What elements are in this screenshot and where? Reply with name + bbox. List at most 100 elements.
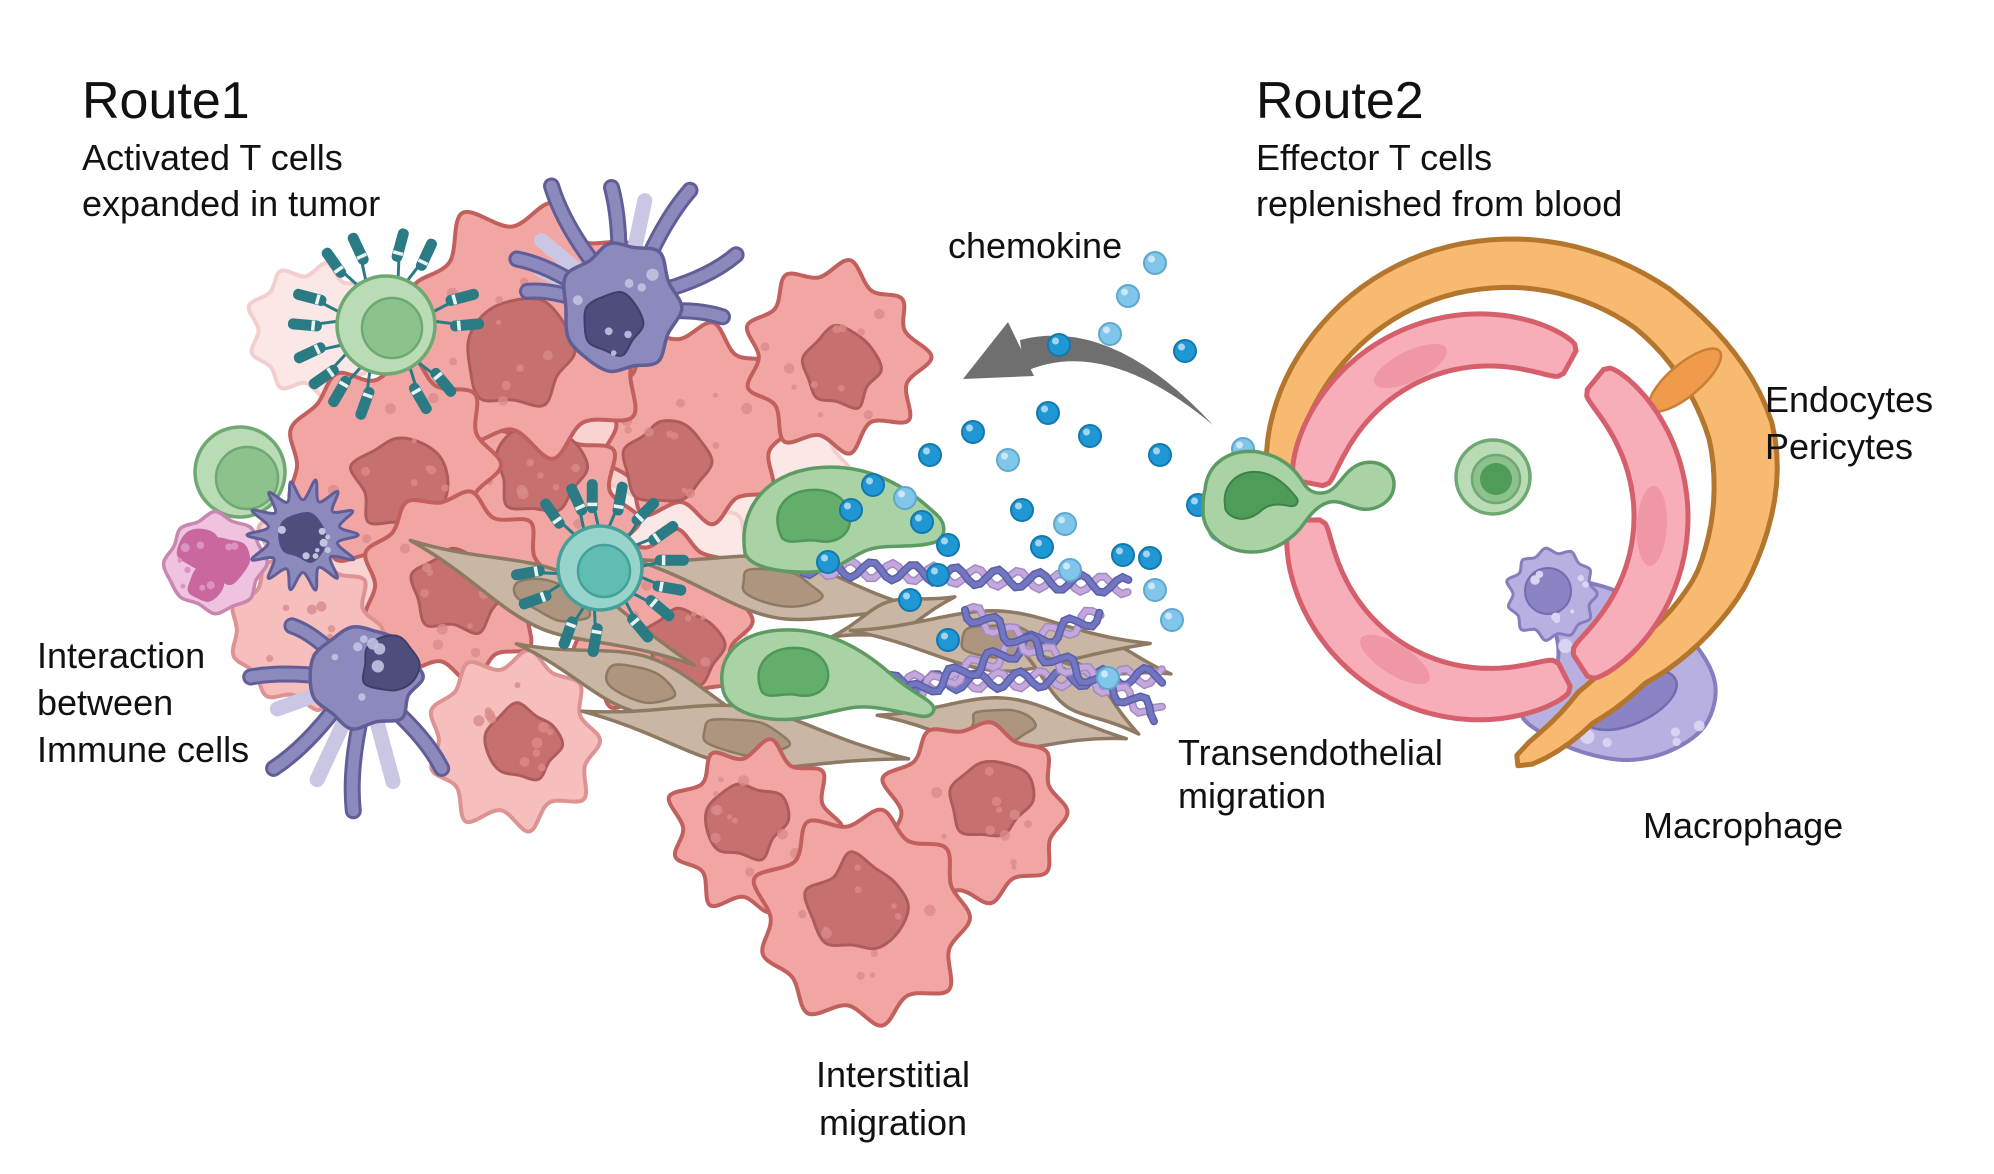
macrophage-spot <box>1693 720 1705 732</box>
tumor-speckle <box>436 623 448 635</box>
neutrophil-speckle <box>184 566 191 574</box>
endothelial-nucleus <box>1373 343 1447 389</box>
tumor-speckle <box>941 833 947 839</box>
chemokine-dot <box>898 588 922 612</box>
dendritic-spot <box>315 548 320 553</box>
tumor-speckle <box>546 728 554 736</box>
tumor-speckle <box>991 796 1002 807</box>
tumor-speckle <box>798 910 807 919</box>
tumor-speckle <box>924 904 936 916</box>
dendritic-spot <box>367 638 379 650</box>
tumor-speckle <box>999 830 1011 841</box>
endothelial-cell <box>1290 311 1579 489</box>
transmigrating-t-cell-nucleus <box>1223 470 1299 520</box>
tumor-speckle <box>571 463 580 473</box>
endothelial-cell <box>1570 365 1691 681</box>
tumor-speckle <box>700 615 706 621</box>
tumor-speckle <box>685 488 696 499</box>
stroma-group <box>408 465 1173 771</box>
chemokine-dot <box>996 448 1020 472</box>
fibroblast-nucleus <box>605 663 677 705</box>
dendritic-spot <box>358 693 366 701</box>
tumor-speckle <box>854 864 861 871</box>
tumor-speckle <box>266 654 274 663</box>
monocyte-spot <box>1530 575 1540 585</box>
tumor-speckle <box>985 825 995 835</box>
tumor-cell-nucleus <box>800 323 883 410</box>
dendritic-spot <box>353 642 363 652</box>
route2-title: Route2 <box>1256 72 1424 130</box>
endothelial-nucleus <box>1636 485 1667 566</box>
tumor-speckle <box>498 396 508 406</box>
tumor-speckle <box>495 296 503 304</box>
collagen-fiber <box>961 602 1166 726</box>
chemokine-dot <box>1173 339 1197 363</box>
tumor-speckle <box>400 543 411 554</box>
macrophage-spot <box>1558 638 1573 654</box>
neutrophil-speckle <box>196 541 205 549</box>
dendritic-spot <box>610 350 617 356</box>
chemokine-dot <box>861 473 885 497</box>
tumor-speckle <box>984 766 994 776</box>
tumor-speckle <box>869 972 876 978</box>
chemokine-dot <box>1053 512 1077 536</box>
tumor-speckle <box>519 757 530 767</box>
labels-group: Route1 Activated T cells expanded in tum… <box>37 72 1933 1143</box>
tumor-speckle <box>1011 864 1017 870</box>
chemokine-dot <box>1036 401 1060 425</box>
macrophage-label: Macrophage <box>1643 805 1843 846</box>
dendritic-spot <box>359 635 368 643</box>
tumor-speckle <box>854 886 862 894</box>
tumor-speckle <box>676 398 685 408</box>
tumor-speckle <box>526 459 534 467</box>
tumor-speckle <box>496 319 502 325</box>
migrating-tumor-cells <box>666 720 1070 1028</box>
tumor-speckle <box>856 971 865 980</box>
tumor-speckle <box>681 487 688 494</box>
car-t-cell <box>511 479 689 657</box>
monocyte-spot <box>1582 581 1589 588</box>
tumor-speckle <box>467 623 473 629</box>
neutrophil-speckle <box>225 543 233 551</box>
tumor-speckle <box>641 580 652 591</box>
tumor-speckle <box>777 828 788 840</box>
tumor-speckle <box>1009 809 1020 820</box>
tumor-speckle <box>537 763 546 772</box>
route2-subtitle-line1: Effector T cells <box>1256 137 1492 178</box>
endothelial-nucleus <box>1360 634 1430 685</box>
fibroblast-nucleus <box>741 567 824 608</box>
chemokine-dot <box>816 550 840 574</box>
chemokine-dot <box>893 486 917 510</box>
t-cell-nucleus <box>1480 463 1512 495</box>
tumor-speckle <box>316 601 327 612</box>
dendritic-spot <box>572 295 583 306</box>
tumor-speckle <box>874 308 885 320</box>
tumor-speckle <box>838 324 847 333</box>
dendritic-spot <box>277 525 286 534</box>
chemokine-dot <box>1030 535 1054 559</box>
route1-subtitle-line1: Activated T cells <box>82 137 343 178</box>
t-cell <box>193 425 287 519</box>
dendritic-spot <box>371 660 384 673</box>
tumor-speckle <box>410 479 418 486</box>
tumor-cell-nucleus <box>704 782 791 862</box>
tumor-speckle <box>1010 859 1017 866</box>
tumor-speckle <box>857 328 865 336</box>
tumor-speckle <box>691 611 697 617</box>
tumor-speckle <box>810 381 818 389</box>
tumor-speckle <box>837 384 845 392</box>
transendothelial-label-line1: Transendothelial <box>1178 732 1443 773</box>
tumor-speckle <box>484 710 495 721</box>
tumor-speckle <box>741 402 753 415</box>
vessel-wall-label-line2: Pericytes <box>1765 426 1913 467</box>
tumor-speckle <box>666 430 674 438</box>
tcell-receptor-icon <box>293 342 352 390</box>
chemokine-label: chemokine <box>948 225 1122 266</box>
tumor-speckle <box>428 392 439 404</box>
tumor-speckle <box>420 588 429 598</box>
tumor-speckle <box>738 775 750 787</box>
tumor-speckle <box>996 806 1003 813</box>
chemokine-dot <box>839 498 863 522</box>
tumor-cell-nucleus <box>621 419 714 503</box>
